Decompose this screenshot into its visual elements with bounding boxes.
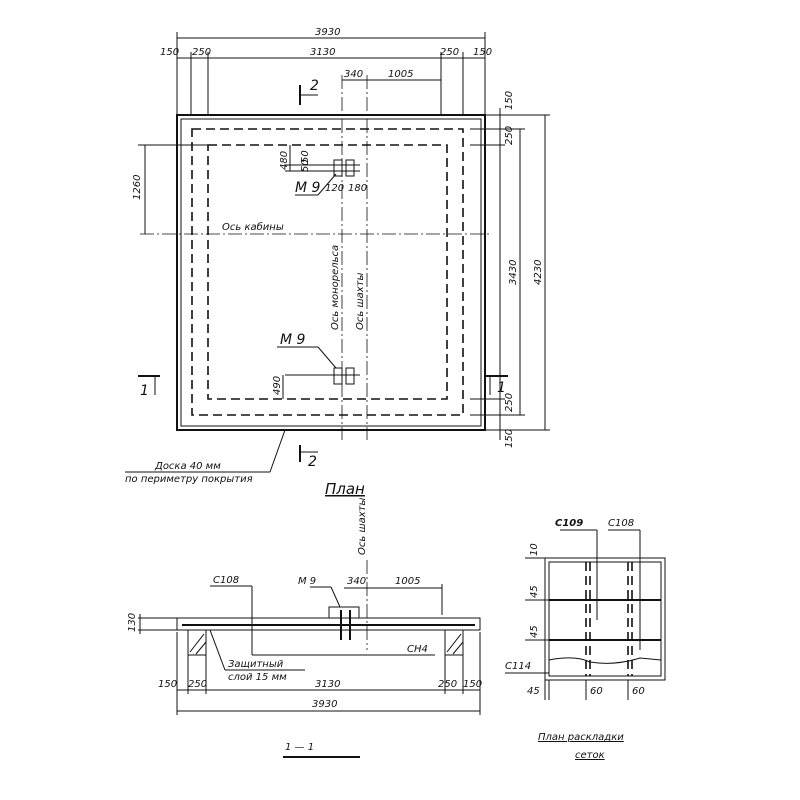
dim-480: 480 (279, 151, 290, 170)
dim-total-height: 4230 (533, 260, 544, 285)
anchor-top: М 9 480 50 50 120 180 (279, 145, 367, 196)
dim-340: 340 (344, 69, 363, 80)
section-1-right: 1 (485, 375, 508, 396)
section-dim-1: 250 (188, 679, 207, 690)
right-dimensions: 150 250 3430 4230 250 150 (470, 91, 550, 448)
dim-120: 120 (325, 183, 344, 194)
dim-total-width: 3930 (315, 27, 340, 38)
mesh-plan-title-2: сеток (575, 750, 605, 761)
mesh-label-c109: С109 (555, 518, 583, 529)
svg-text:2: 2 (310, 78, 319, 94)
mesh-label-c108: С108 (608, 518, 634, 529)
section-dim-1005: 1005 (395, 576, 420, 587)
section-dim-2: 3130 (315, 679, 340, 690)
section-2-top: 2 (299, 78, 319, 105)
anchor-bottom-label: М 9 (280, 332, 306, 348)
dim-1260: 1260 (132, 175, 143, 200)
dim-180: 180 (348, 183, 367, 194)
dim-middle: 3130 (310, 47, 335, 58)
monorail-axis-label: Ось монорельса (330, 245, 341, 330)
dim-inner: 3430 (508, 260, 519, 285)
dim-50a: 50 (300, 159, 311, 172)
mesh-dim-bottom-2: 60 (632, 686, 645, 697)
dim-right-edge: 150 (473, 47, 492, 58)
section-view: М 9 С108 СН4 Ось шахты 340 1005 130 Защи… (127, 498, 482, 758)
svg-text:1: 1 (497, 380, 506, 396)
dim-bottom-edge: 150 (504, 429, 515, 448)
mesh-dim-left-1: 45 (529, 585, 540, 598)
anchor-plate (328, 606, 360, 619)
section-dim-3: 250 (438, 679, 457, 690)
mesh-label-c114: С114 (505, 661, 531, 672)
mesh-dim-bottom-0: 45 (527, 686, 540, 697)
board-note-perimeter: по периметру покрытия (125, 474, 253, 485)
mesh-dim-left-0: 10 (529, 543, 540, 556)
dim-right-band: 250 (440, 47, 459, 58)
dim-50b: 50 (300, 150, 311, 163)
dim-left-band: 250 (192, 47, 211, 58)
cabin-axis-label: Ось кабины (222, 221, 284, 233)
section-anchor-label: М 9 (298, 576, 316, 587)
dim-1005: 1005 (388, 69, 413, 80)
section-mesh-label: С108 (213, 575, 239, 586)
mesh-dim-bottom-1: 60 (590, 686, 603, 697)
section-bottom-mesh-label: СН4 (407, 644, 428, 655)
section-dim-0: 150 (158, 679, 177, 690)
dim-top-band: 250 (504, 126, 515, 145)
slab-outline (176, 114, 486, 431)
section-dim-total: 3930 (312, 699, 337, 710)
inner-mesh-dashed (207, 144, 448, 400)
section-thickness: 130 (127, 613, 138, 632)
mesh-plan-title: План раскладки (538, 732, 624, 743)
board-note: Доска 40 мм (154, 461, 221, 472)
board-outline (180, 118, 482, 427)
mesh-layout-plan: С109 С108 С114 10 45 45 45 60 60 План ра… (505, 518, 666, 761)
cover-note: Защитный (228, 659, 284, 670)
section-title: 1 — 1 (285, 742, 314, 753)
dim-bottom-band: 250 (504, 393, 515, 412)
top-dimensions: 3930 150 250 3130 250 150 340 1005 (160, 27, 492, 115)
outer-mesh-dashed (191, 128, 464, 416)
anchor-top-label: М 9 (295, 180, 321, 196)
dim-left-edge: 150 (160, 47, 179, 58)
shaft-axis-label: Ось шахты (355, 273, 366, 330)
section-axis-label: Ось шахты (357, 498, 368, 555)
section-dim-4: 150 (463, 679, 482, 690)
section-2-bottom: 2 (299, 445, 318, 470)
svg-text:2: 2 (308, 454, 317, 470)
plan-view: 3930 150 250 3130 250 150 340 1005 Ось к… (125, 27, 550, 498)
plan-title: План (325, 480, 365, 498)
dim-top-edge: 150 (504, 91, 515, 110)
svg-text:1: 1 (140, 383, 149, 399)
section-dim-340: 340 (347, 576, 366, 587)
cover-note-2: слой 15 мм (228, 672, 287, 683)
anchor-bottom: М 9 490 (272, 332, 360, 399)
dim-490: 490 (272, 376, 283, 395)
mesh-dim-left-2: 45 (529, 625, 540, 638)
section-1-left: 1 (138, 375, 160, 399)
